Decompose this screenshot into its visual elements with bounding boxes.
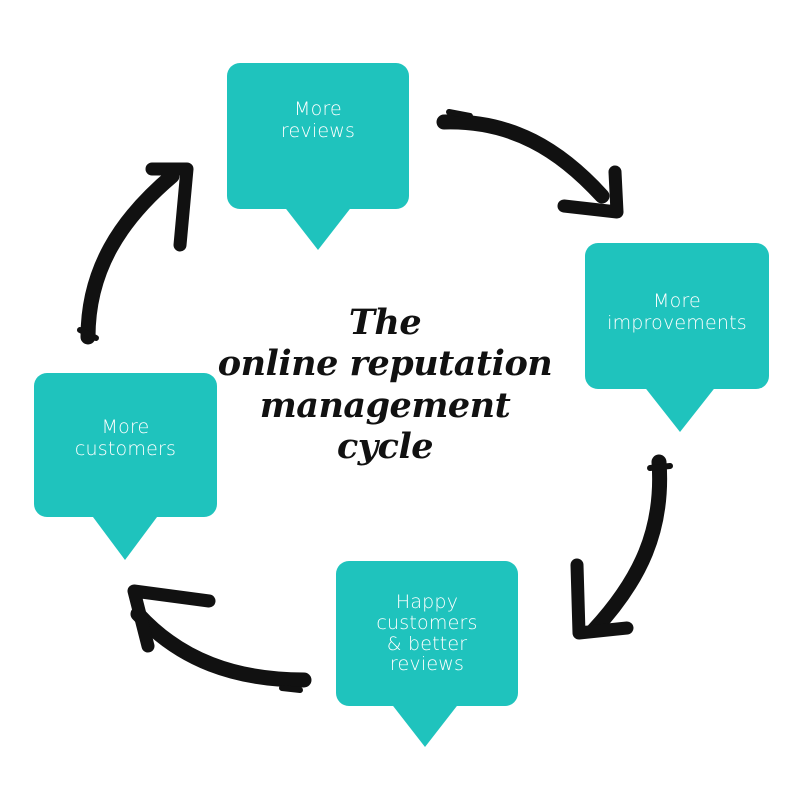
bubble-text-line: & better [386,632,468,655]
bubble-text-line: More [101,416,150,439]
bubble-text-line: reviews [280,120,356,142]
bubble-text-line: Happy [395,591,459,614]
bubble-label-more-reviews: More reviews [227,63,409,209]
bubble-label-more-improvements: More improvements [585,243,769,389]
bubble-text-line: customers [376,611,478,634]
arrow-happy-to-customers [127,584,312,693]
bubble-text-line: customers [74,438,177,460]
bubble-happy-customers [336,561,518,747]
title-line: management [259,384,511,426]
title-line: The [348,302,422,343]
title-line: cycle [336,425,434,467]
bubble-more-customers [34,373,217,560]
arrow-improvements-to-happy [570,454,673,640]
arrow-reviews-to-improvements [436,109,624,219]
title-line: online reputation [217,343,553,385]
arrow-customers-to-reviews [77,162,194,345]
bubble-text-line: reviews [389,653,465,676]
bubble-more-improvements [585,243,769,432]
bubble-text-line: More [653,290,701,313]
bubble-text-line: More [294,98,342,121]
bubble-label-more-customers: More customers [34,373,217,517]
diagram-title: The online reputation management cycle [215,302,555,467]
bubble-text-line: improvements [607,312,747,334]
bubble-label-happy-customers: Happy customers & better reviews [336,561,518,706]
bubble-more-reviews [227,63,409,250]
